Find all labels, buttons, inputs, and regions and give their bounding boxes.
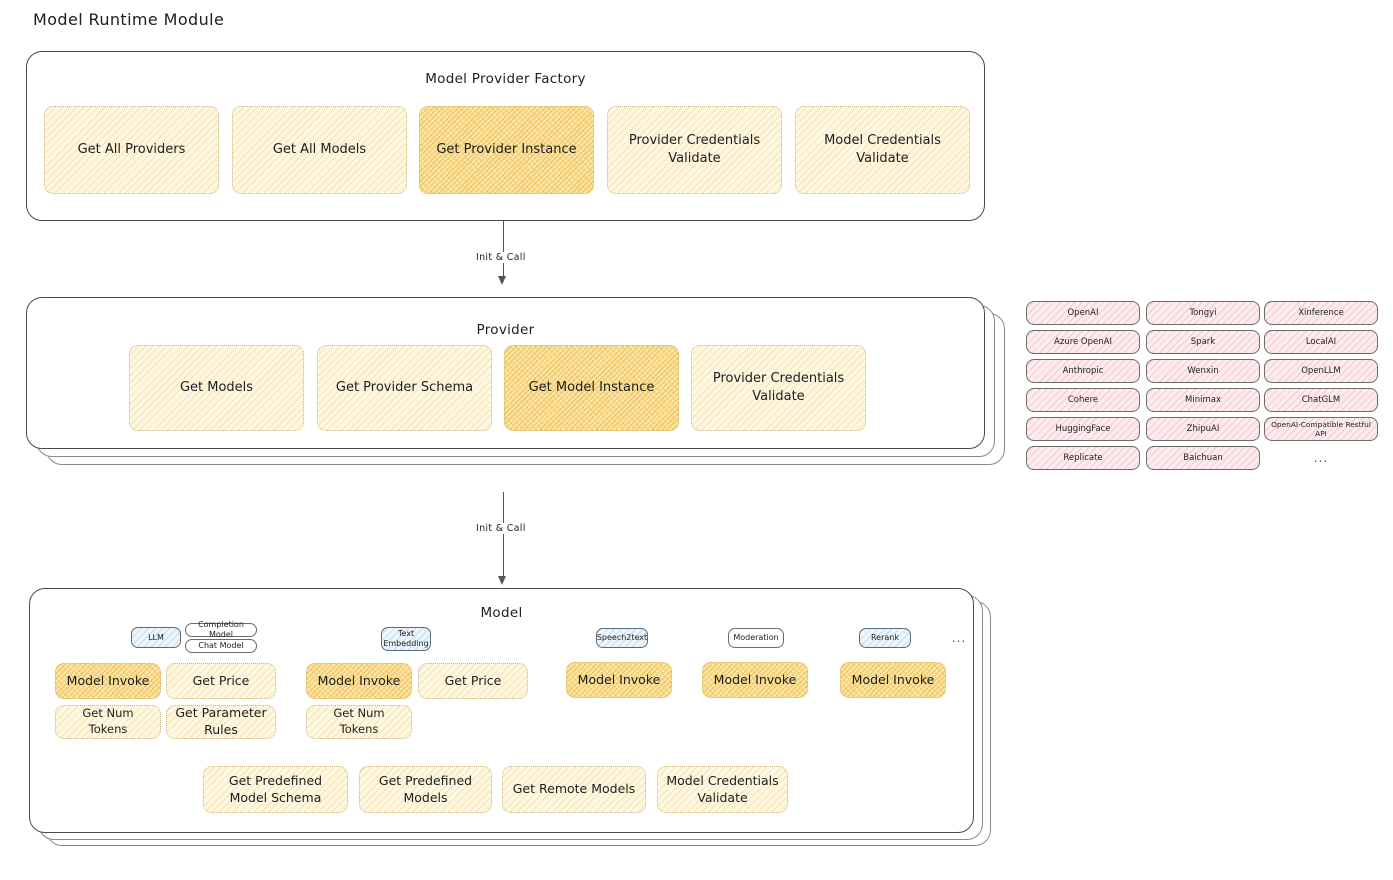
arrow-provider-to-model-line bbox=[503, 492, 504, 580]
provider-pill-localai[interactable]: LocalAI bbox=[1264, 330, 1378, 354]
node-get-models[interactable]: Get Models bbox=[129, 345, 304, 431]
node-get-all-models[interactable]: Get All Models bbox=[232, 106, 407, 194]
node-text-embedding-model-invoke[interactable]: Model Invoke bbox=[306, 663, 412, 699]
model-types-more-ellipsis: ... bbox=[951, 631, 967, 645]
provider-pill-spark[interactable]: Spark bbox=[1146, 330, 1260, 354]
node-provider-credentials-validate-2[interactable]: Provider Credentials Validate bbox=[691, 345, 866, 431]
model-type-badge-rerank[interactable]: Rerank bbox=[859, 628, 911, 648]
provider-pill-anthropic[interactable]: Anthropic bbox=[1026, 359, 1140, 383]
provider-pill-xinference[interactable]: Xinference bbox=[1264, 301, 1378, 325]
model-provider-factory-title: Model Provider Factory bbox=[425, 71, 586, 87]
node-rerank-model-invoke[interactable]: Model Invoke bbox=[840, 662, 946, 698]
provider-pill-zhipuai[interactable]: ZhipuAI bbox=[1146, 417, 1260, 441]
node-get-provider-schema[interactable]: Get Provider Schema bbox=[317, 345, 492, 431]
page-title: Model Runtime Module bbox=[33, 10, 225, 29]
provider-pill-chatglm[interactable]: ChatGLM bbox=[1264, 388, 1378, 412]
node-llm-model-invoke[interactable]: Model Invoke bbox=[55, 663, 161, 699]
provider-pill-wenxin[interactable]: Wenxin bbox=[1146, 359, 1260, 383]
provider-pill-baichuan[interactable]: Baichuan bbox=[1146, 446, 1260, 470]
node-text-embedding-get-price[interactable]: Get Price bbox=[418, 663, 528, 699]
node-provider-credentials-validate[interactable]: Provider Credentials Validate bbox=[607, 106, 782, 194]
arrow-label-init-and-call-2: Init & Call bbox=[473, 523, 529, 534]
node-get-provider-instance[interactable]: Get Provider Instance bbox=[419, 106, 594, 194]
node-get-remote-models[interactable]: Get Remote Models bbox=[502, 766, 646, 813]
node-get-model-instance[interactable]: Get Model Instance bbox=[504, 345, 679, 431]
provider-title: Provider bbox=[476, 322, 535, 338]
model-type-badge-speech2text[interactable]: Speech2text bbox=[596, 628, 648, 648]
model-type-badge-moderation[interactable]: Moderation bbox=[728, 628, 784, 648]
model-subtype-badge-chat-model[interactable]: Chat Model bbox=[185, 639, 257, 653]
arrow-provider-to-model-head bbox=[498, 576, 506, 585]
provider-pill-minimax[interactable]: Minimax bbox=[1146, 388, 1260, 412]
model-type-badge-llm[interactable]: LLM bbox=[131, 627, 181, 648]
node-speech2text-model-invoke[interactable]: Model Invoke bbox=[566, 662, 672, 698]
arrow-factory-to-provider-line bbox=[503, 221, 504, 279]
provider-pill-azure-openai[interactable]: Azure OpenAI bbox=[1026, 330, 1140, 354]
provider-pill-cohere[interactable]: Cohere bbox=[1026, 388, 1140, 412]
provider-pill-openai-compatible-restful-api[interactable]: OpenAI-Compatible Restful API bbox=[1264, 417, 1378, 441]
provider-pill-huggingface[interactable]: HuggingFace bbox=[1026, 417, 1140, 441]
provider-pill-openai[interactable]: OpenAI bbox=[1026, 301, 1140, 325]
node-model-credentials-validate-2[interactable]: Model Credentials Validate bbox=[657, 766, 788, 813]
arrow-label-init-and-call-1: Init & Call bbox=[473, 252, 529, 263]
node-text-embedding-get-num-tokens[interactable]: Get Num Tokens bbox=[306, 705, 412, 739]
model-title: Model bbox=[480, 605, 523, 621]
node-llm-get-num-tokens[interactable]: Get Num Tokens bbox=[55, 705, 161, 739]
model-type-badge-text-embedding[interactable]: Text Embedding bbox=[381, 627, 431, 651]
node-llm-get-price[interactable]: Get Price bbox=[166, 663, 276, 699]
node-get-all-providers[interactable]: Get All Providers bbox=[44, 106, 219, 194]
node-moderation-model-invoke[interactable]: Model Invoke bbox=[702, 662, 808, 698]
provider-pill-replicate[interactable]: Replicate bbox=[1026, 446, 1140, 470]
provider-list-more-ellipsis: ... bbox=[1313, 451, 1329, 465]
node-llm-get-parameter-rules[interactable]: Get Parameter Rules bbox=[166, 705, 276, 739]
provider-pill-openllm[interactable]: OpenLLM bbox=[1264, 359, 1378, 383]
arrow-factory-to-provider-head bbox=[498, 276, 506, 285]
node-get-predefined-models[interactable]: Get Predefined Models bbox=[359, 766, 492, 813]
node-get-predefined-model-schema[interactable]: Get Predefined Model Schema bbox=[203, 766, 348, 813]
provider-pill-tongyi[interactable]: Tongyi bbox=[1146, 301, 1260, 325]
model-subtype-badge-completion-model[interactable]: Completion Model bbox=[185, 620, 257, 639]
node-model-credentials-validate[interactable]: Model Credentials Validate bbox=[795, 106, 970, 194]
